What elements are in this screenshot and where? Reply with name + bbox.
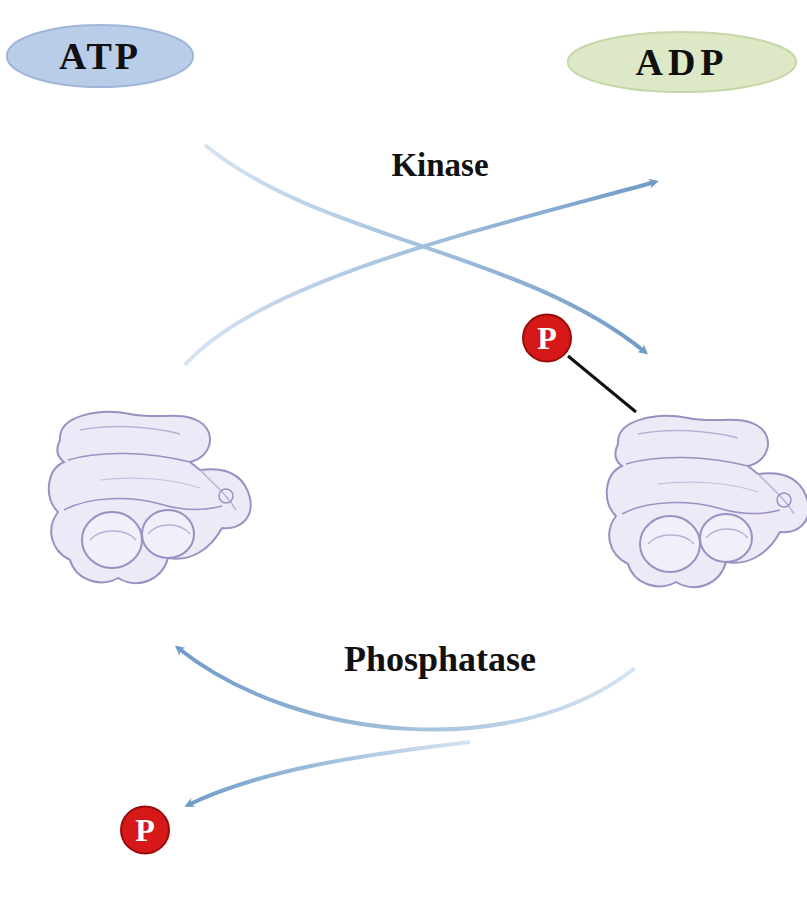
phosphate-bond [568,356,636,412]
node-text: ATP [59,37,141,75]
phosphate-circle: P [522,313,572,363]
protein-unphosphorylated [49,412,251,583]
kinase-arrow [205,145,645,352]
node-text: P [135,814,155,846]
node-text: ADP [635,43,728,81]
node-text: P [537,322,557,354]
protein-phosphorylated [607,416,807,587]
enzyme-label: Kinase [387,147,492,183]
phosphate-circle: P [120,805,170,855]
atp-ellipse: ATP [3,23,197,89]
return-arrow [185,182,655,365]
release-arrow [188,742,470,805]
adp-ellipse: ADP [563,30,801,94]
enzyme-label: Phosphatase [340,640,540,680]
